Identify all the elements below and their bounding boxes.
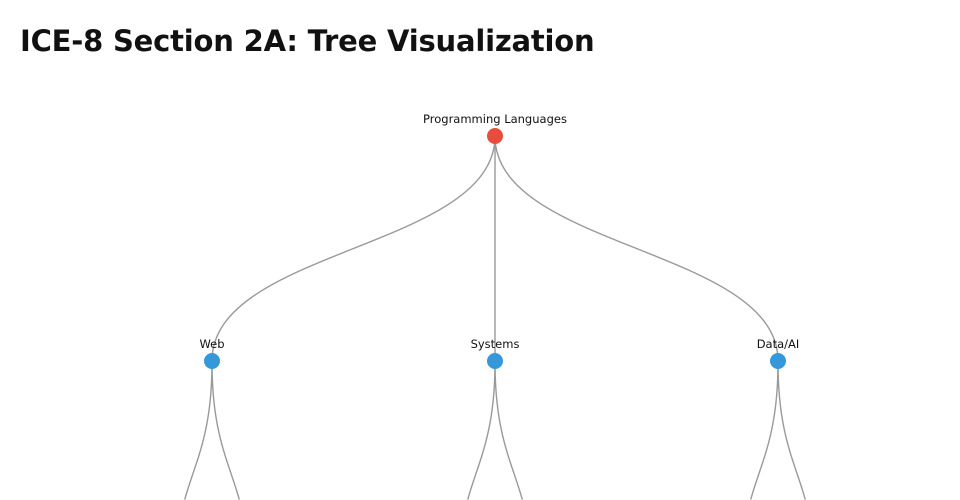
tree-link [467, 361, 496, 500]
tree-link [184, 361, 213, 500]
tree-link [211, 361, 240, 500]
tree-node-web[interactable]: Web [199, 337, 225, 369]
node-label: Systems [471, 337, 520, 351]
tree-link [750, 361, 779, 500]
tree-node-systems[interactable]: Systems [471, 337, 520, 369]
tree-link [494, 135, 779, 362]
tree-link [777, 361, 806, 500]
node-circle[interactable] [487, 353, 503, 369]
tree-link [494, 361, 523, 500]
node-label: Web [199, 337, 224, 351]
tree-node-root[interactable]: Programming Languages [423, 112, 567, 144]
node-circle[interactable] [487, 128, 503, 144]
node-circle[interactable] [770, 353, 786, 369]
node-circle[interactable] [204, 353, 220, 369]
page-title: ICE-8 Section 2A: Tree Visualization [20, 24, 595, 58]
tree-link [211, 135, 496, 362]
tree-node-data-ai[interactable]: Data/AI [757, 337, 800, 369]
node-label: Programming Languages [423, 112, 567, 126]
node-label: Data/AI [757, 337, 800, 351]
